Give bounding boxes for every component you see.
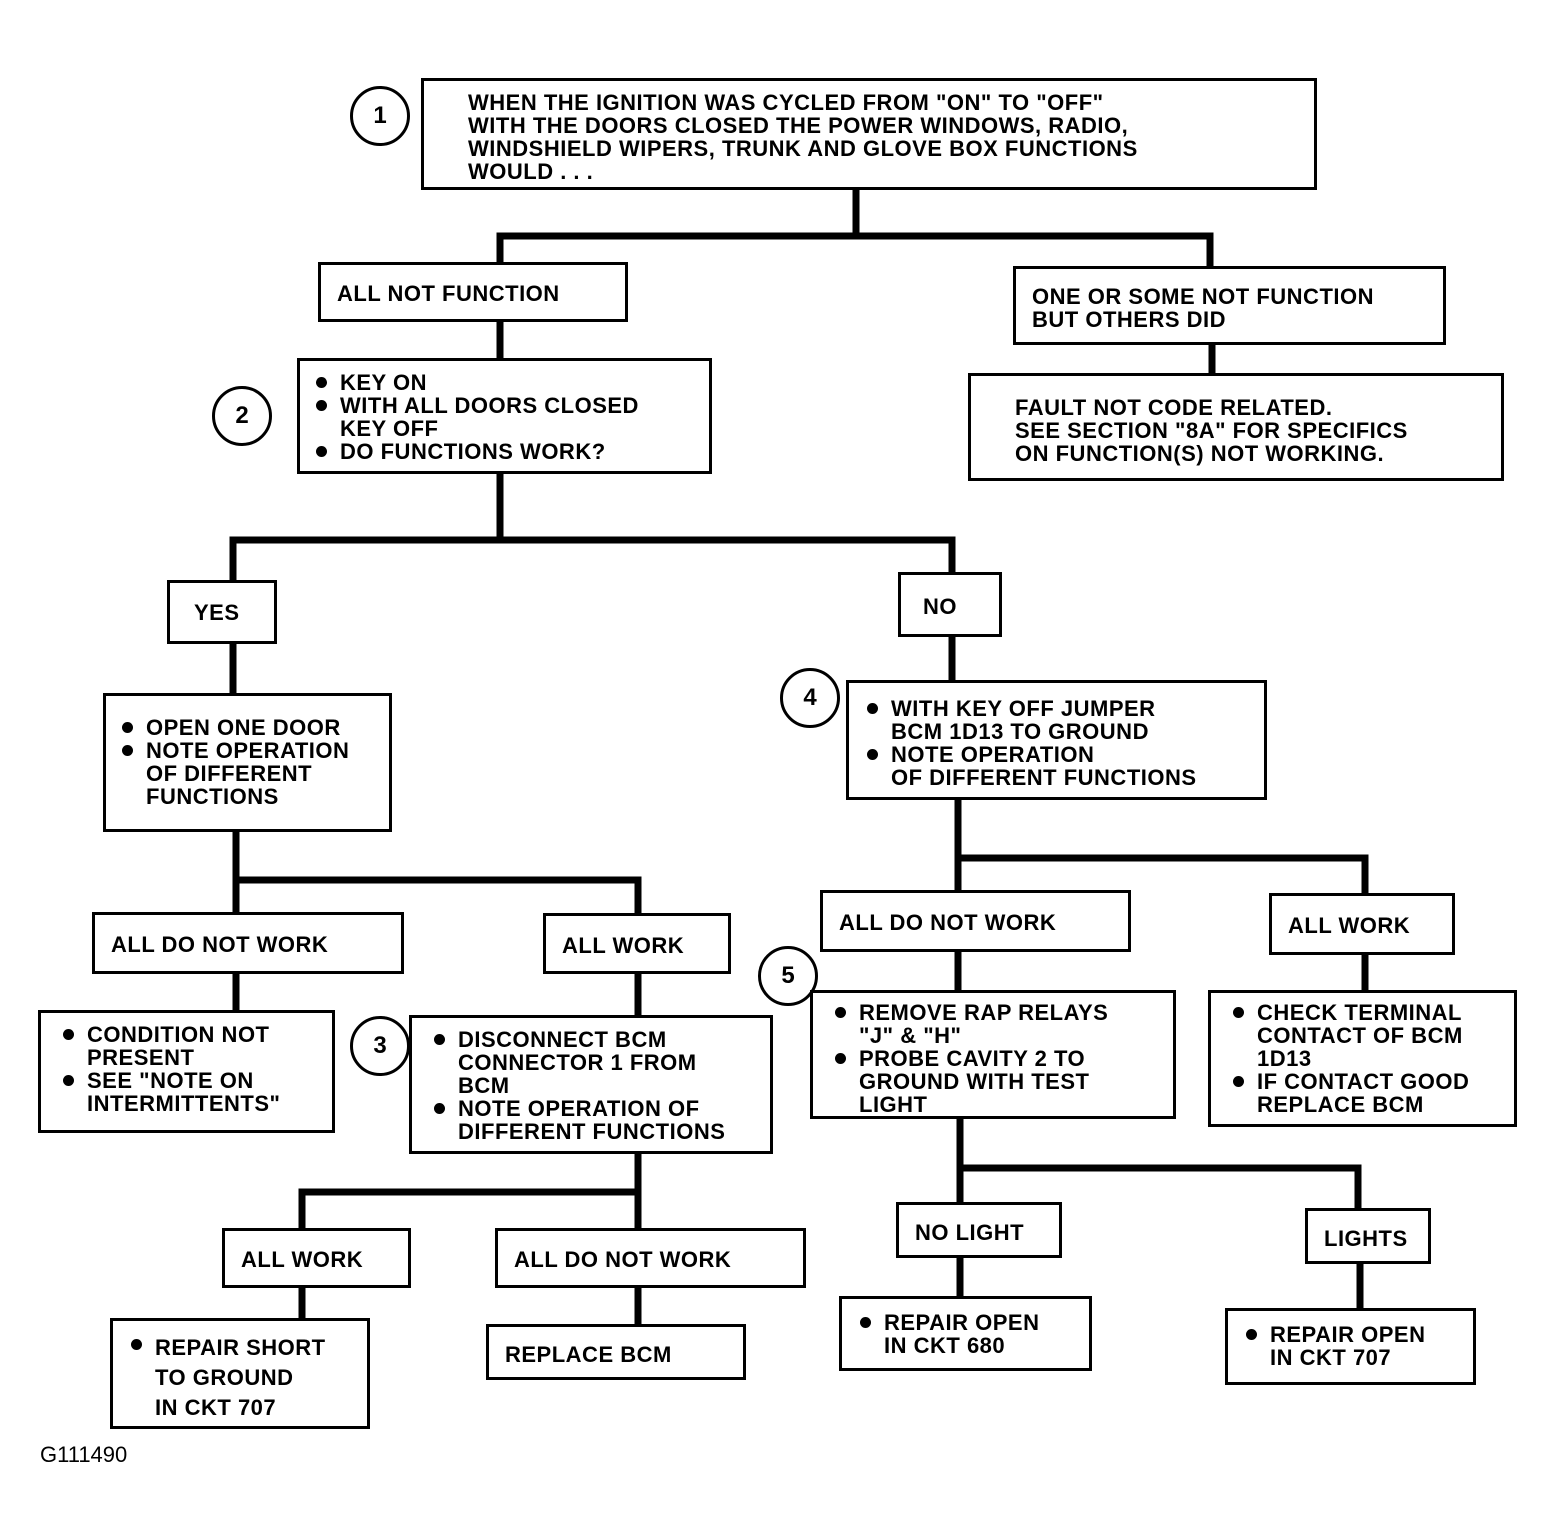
disconnect-bcm-box: DISCONNECT BCM CONNECTOR 1 FROM BCM NOTE… xyxy=(409,1015,773,1154)
all-not-function-label: ALL NOT FUNCTION xyxy=(337,281,560,306)
disconnect-note-item: NOTE OPERATION OF xyxy=(428,1097,770,1120)
fault-not-code-box: FAULT NOT CODE RELATED. SEE SECTION "8A"… xyxy=(968,373,1504,481)
to-ground-item: TO GROUND xyxy=(155,1365,294,1390)
note-operation-item: NOTE OPERATION xyxy=(116,739,389,762)
all-do-not-work-box-a: ALL DO NOT WORK xyxy=(92,912,404,974)
replace-bcm-box: REPLACE BCM xyxy=(486,1324,746,1380)
bcm-item: BCM xyxy=(458,1073,510,1098)
ignition-question-line-1: WHEN THE IGNITION WAS CYCLED FROM "ON" T… xyxy=(468,90,1104,115)
key-on-check-box: KEY ON WITH ALL DOORS CLOSED KEY OFF DO … xyxy=(297,358,712,474)
all-do-not-work-label-c: ALL DO NOT WORK xyxy=(514,1247,732,1272)
lights-label: LIGHTS xyxy=(1324,1226,1408,1251)
all-work-label-a: ALL WORK xyxy=(562,933,685,958)
yes-label: YES xyxy=(194,600,240,625)
check-terminal-box: CHECK TERMINAL CONTACT OF BCM 1D13 IF CO… xyxy=(1208,990,1517,1127)
fault-not-code-line-2: SEE SECTION "8A" FOR SPECIFICS xyxy=(1015,418,1408,443)
jumper-ground-item: BCM 1D13 TO GROUND xyxy=(891,719,1149,744)
condition-not-item: CONDITION NOT xyxy=(57,1023,332,1046)
fault-not-code-line-1: FAULT NOT CODE RELATED. xyxy=(1015,395,1333,420)
fault-not-code-line-3: ON FUNCTION(S) NOT WORKING. xyxy=(1015,441,1385,466)
all-do-not-work-box-c: ALL DO NOT WORK xyxy=(495,1228,806,1288)
if-contact-good-item: IF CONTACT GOOD xyxy=(1227,1070,1514,1093)
replace-bcm-item: REPLACE BCM xyxy=(1257,1092,1424,1117)
one-or-some-line-2: BUT OTHERS DID xyxy=(1032,307,1226,332)
no-light-label: NO LIGHT xyxy=(915,1220,1025,1245)
all-do-not-work-label-a: ALL DO NOT WORK xyxy=(111,932,329,957)
step-4-circle: 4 xyxy=(780,668,840,728)
light-item: LIGHT xyxy=(859,1092,928,1117)
step-3-circle: 3 xyxy=(350,1016,410,1076)
open-one-door-box: OPEN ONE DOOR NOTE OPERATION OF DIFFEREN… xyxy=(103,693,392,832)
repair-short-box: REPAIR SHORT TO GROUND IN CKT 707 xyxy=(110,1318,370,1429)
all-not-function-box: ALL NOT FUNCTION xyxy=(318,262,628,322)
disconnect-item: DISCONNECT BCM xyxy=(428,1028,770,1051)
ignition-question-line-2: WITH THE DOORS CLOSED THE POWER WINDOWS,… xyxy=(468,113,1129,138)
jumper-note-item: NOTE OPERATION xyxy=(861,743,1264,766)
probe-cavity-item: PROBE CAVITY 2 TO xyxy=(829,1047,1173,1070)
remove-rap-item: REMOVE RAP RELAYS xyxy=(829,1001,1173,1024)
yes-box: YES xyxy=(167,580,277,644)
see-note-item: SEE "NOTE ON xyxy=(57,1069,332,1092)
condition-not-present-box: CONDITION NOT PRESENT SEE "NOTE ON INTER… xyxy=(38,1010,335,1133)
contact-bcm-item: CONTACT OF BCM xyxy=(1257,1023,1463,1048)
repair-short-item: REPAIR SHORT xyxy=(125,1333,367,1363)
of-different-item: OF DIFFERENT xyxy=(146,761,313,786)
disconnect-functions-item: DIFFERENT FUNCTIONS xyxy=(458,1119,726,1144)
connector-item: CONNECTOR 1 FROM xyxy=(458,1050,697,1075)
ckt-707-open-item: IN CKT 707 xyxy=(1270,1345,1392,1370)
repair-open-707-item: REPAIR OPEN xyxy=(1240,1323,1473,1346)
no-box: NO xyxy=(898,572,1002,637)
intermittents-item: INTERMITTENTS" xyxy=(87,1091,281,1116)
all-do-not-work-label-b: ALL DO NOT WORK xyxy=(839,910,1057,935)
no-label: NO xyxy=(923,594,957,619)
doors-closed-item: WITH ALL DOORS CLOSED xyxy=(310,394,709,417)
check-terminal-item: CHECK TERMINAL xyxy=(1227,1001,1514,1024)
terminal-1d13-item: 1D13 xyxy=(1257,1046,1312,1071)
one-or-some-line-1: ONE OR SOME NOT FUNCTION xyxy=(1032,284,1374,309)
all-do-not-work-box-b: ALL DO NOT WORK xyxy=(820,890,1131,952)
functions-work-item: DO FUNCTIONS WORK? xyxy=(310,440,709,463)
ckt-707-item: IN CKT 707 xyxy=(155,1395,277,1420)
functions-item: FUNCTIONS xyxy=(146,784,279,809)
ckt-680-item: IN CKT 680 xyxy=(884,1333,1006,1358)
ignition-question-line-3: WINDSHIELD WIPERS, TRUNK AND GLOVE BOX F… xyxy=(468,136,1138,161)
all-work-box-b: ALL WORK xyxy=(1269,893,1455,955)
jumper-item: WITH KEY OFF JUMPER xyxy=(861,697,1264,720)
figure-id: G111490 xyxy=(40,1442,128,1467)
replace-bcm-label: REPLACE BCM xyxy=(505,1342,672,1367)
step-2-circle: 2 xyxy=(212,386,272,446)
all-work-box-c: ALL WORK xyxy=(222,1228,411,1288)
present-item: PRESENT xyxy=(87,1045,195,1070)
open-one-door-item: OPEN ONE DOOR xyxy=(116,716,389,739)
lights-box: LIGHTS xyxy=(1305,1208,1431,1264)
all-work-box-a: ALL WORK xyxy=(543,913,731,974)
jumper-functions-item: OF DIFFERENT FUNCTIONS xyxy=(891,765,1197,790)
no-light-box: NO LIGHT xyxy=(896,1202,1062,1258)
ground-test-item: GROUND WITH TEST xyxy=(859,1069,1090,1094)
repair-open-680-item: REPAIR OPEN xyxy=(854,1311,1089,1334)
relays-jh-item: "J" & "H" xyxy=(859,1023,962,1048)
key-off-item: KEY OFF xyxy=(340,416,439,441)
jumper-bcm-box: WITH KEY OFF JUMPER BCM 1D13 TO GROUND N… xyxy=(846,680,1267,800)
repair-open-707-box: REPAIR OPEN IN CKT 707 xyxy=(1225,1308,1476,1385)
ignition-question-line-4: WOULD . . . xyxy=(468,159,594,184)
repair-open-680-box: REPAIR OPEN IN CKT 680 xyxy=(839,1296,1092,1371)
all-work-label-c: ALL WORK xyxy=(241,1247,364,1272)
one-or-some-box: ONE OR SOME NOT FUNCTION BUT OTHERS DID xyxy=(1013,266,1446,345)
remove-rap-relays-box: REMOVE RAP RELAYS "J" & "H" PROBE CAVITY… xyxy=(810,990,1176,1119)
all-work-label-b: ALL WORK xyxy=(1288,913,1411,938)
step-5-circle: 5 xyxy=(758,946,818,1006)
step-1-circle: 1 xyxy=(350,86,410,146)
key-on-item: KEY ON xyxy=(310,371,709,394)
ignition-question-box: WHEN THE IGNITION WAS CYCLED FROM "ON" T… xyxy=(421,78,1317,190)
